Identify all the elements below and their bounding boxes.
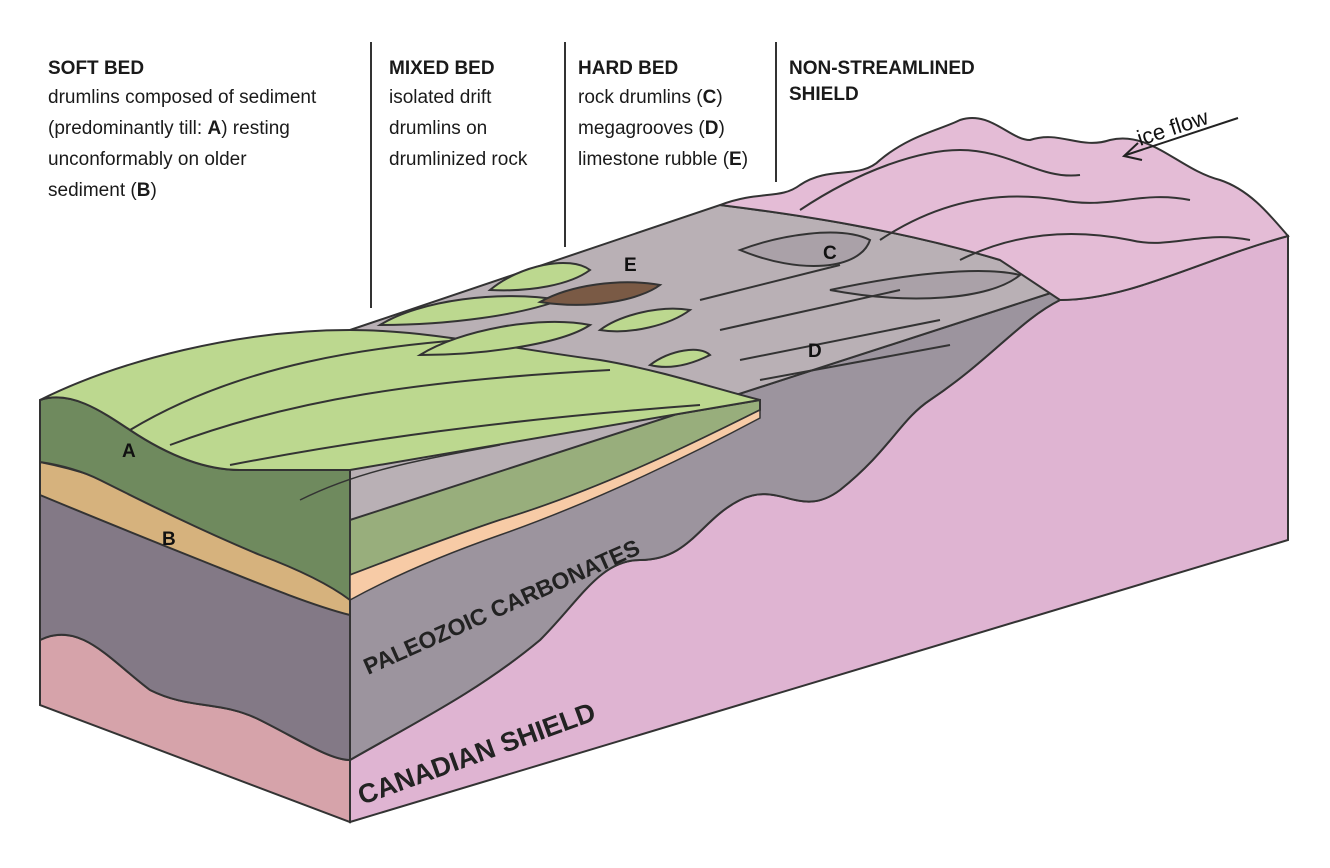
soft-bed-line-1: drumlins composed of sediment — [48, 87, 317, 108]
side-peach-face — [349, 408, 761, 602]
megagroove-3 — [739, 319, 941, 361]
mixed-bed-caption: MIXED BED isolated drift drumlins on dru… — [389, 56, 527, 175]
ice-flow-arrow-shaft — [1125, 117, 1239, 156]
mixed-bed-line-1: isolated drift — [389, 87, 492, 108]
soft-bed-caption: SOFT BED drumlins composed of sediment (… — [48, 56, 316, 206]
hard-bed-line-3: limestone rubble (E) — [578, 149, 749, 170]
isolated-drumlin-2 — [416, 320, 593, 357]
ice-flow-arrow-head — [1121, 142, 1143, 161]
label-d: D — [808, 341, 822, 362]
soft-bed-line-4: sediment (B) — [48, 180, 157, 201]
ice-flow-label: ice flow — [1134, 104, 1212, 150]
hard-bed-line-1: rock drumlins (C) — [578, 87, 723, 108]
rock-drumlin-1 — [737, 231, 872, 267]
carbonate-front-face — [39, 488, 351, 762]
drumlin-line-3 — [229, 404, 701, 466]
divider-hard-shield — [775, 42, 777, 182]
shield-ridge-3 — [959, 233, 1251, 261]
rock-drumlin-2 — [829, 269, 1023, 300]
mixed-bed-title: MIXED BED — [389, 58, 495, 79]
soft-bed-line-3: unconformably on older — [48, 149, 247, 170]
shield-ridge-2 — [879, 195, 1191, 241]
megagroove-4 — [759, 344, 951, 381]
non-streamlined-title-2: SHIELD — [789, 84, 859, 105]
limestone-rubble — [537, 281, 663, 306]
hard-bed-caption: HARD BED rock drumlins (C) megagrooves (… — [578, 56, 748, 175]
carbonate-right-face — [349, 288, 1061, 762]
isolated-drumlin-4 — [597, 307, 693, 333]
divider-mixed-hard — [564, 42, 566, 247]
megagroove-2 — [719, 289, 901, 331]
megagroove-1 — [699, 264, 841, 301]
isolated-drumlin-3 — [487, 262, 592, 292]
hard-bed-line-2: megagrooves (D) — [578, 118, 725, 139]
isolated-drumlin-5 — [647, 348, 712, 368]
label-a: A — [122, 441, 136, 462]
soft-bed-line-2: (predominantly till: A) resting — [48, 118, 290, 139]
mixed-bed-line-3: drumlinized rock — [389, 149, 528, 170]
shield-ridge-1 — [799, 148, 1081, 211]
label-c: C — [823, 243, 837, 264]
hard-bed-title: HARD BED — [578, 58, 679, 79]
soft-bed-surface — [39, 328, 761, 471]
label-e: E — [624, 255, 637, 276]
non-streamlined-caption: NON-STREAMLINED SHIELD — [789, 56, 975, 108]
mixed-bed-line-2: drumlins on — [389, 118, 488, 139]
divider-soft-mixed — [370, 42, 372, 308]
drumlin-line-4 — [299, 444, 501, 501]
shield-hills — [719, 117, 1290, 302]
drumlin-line-2 — [169, 369, 611, 446]
non-streamlined-title: NON-STREAMLINED — [789, 58, 975, 79]
soft-bed-title: SOFT BED — [48, 58, 145, 79]
label-b: B — [162, 529, 176, 550]
